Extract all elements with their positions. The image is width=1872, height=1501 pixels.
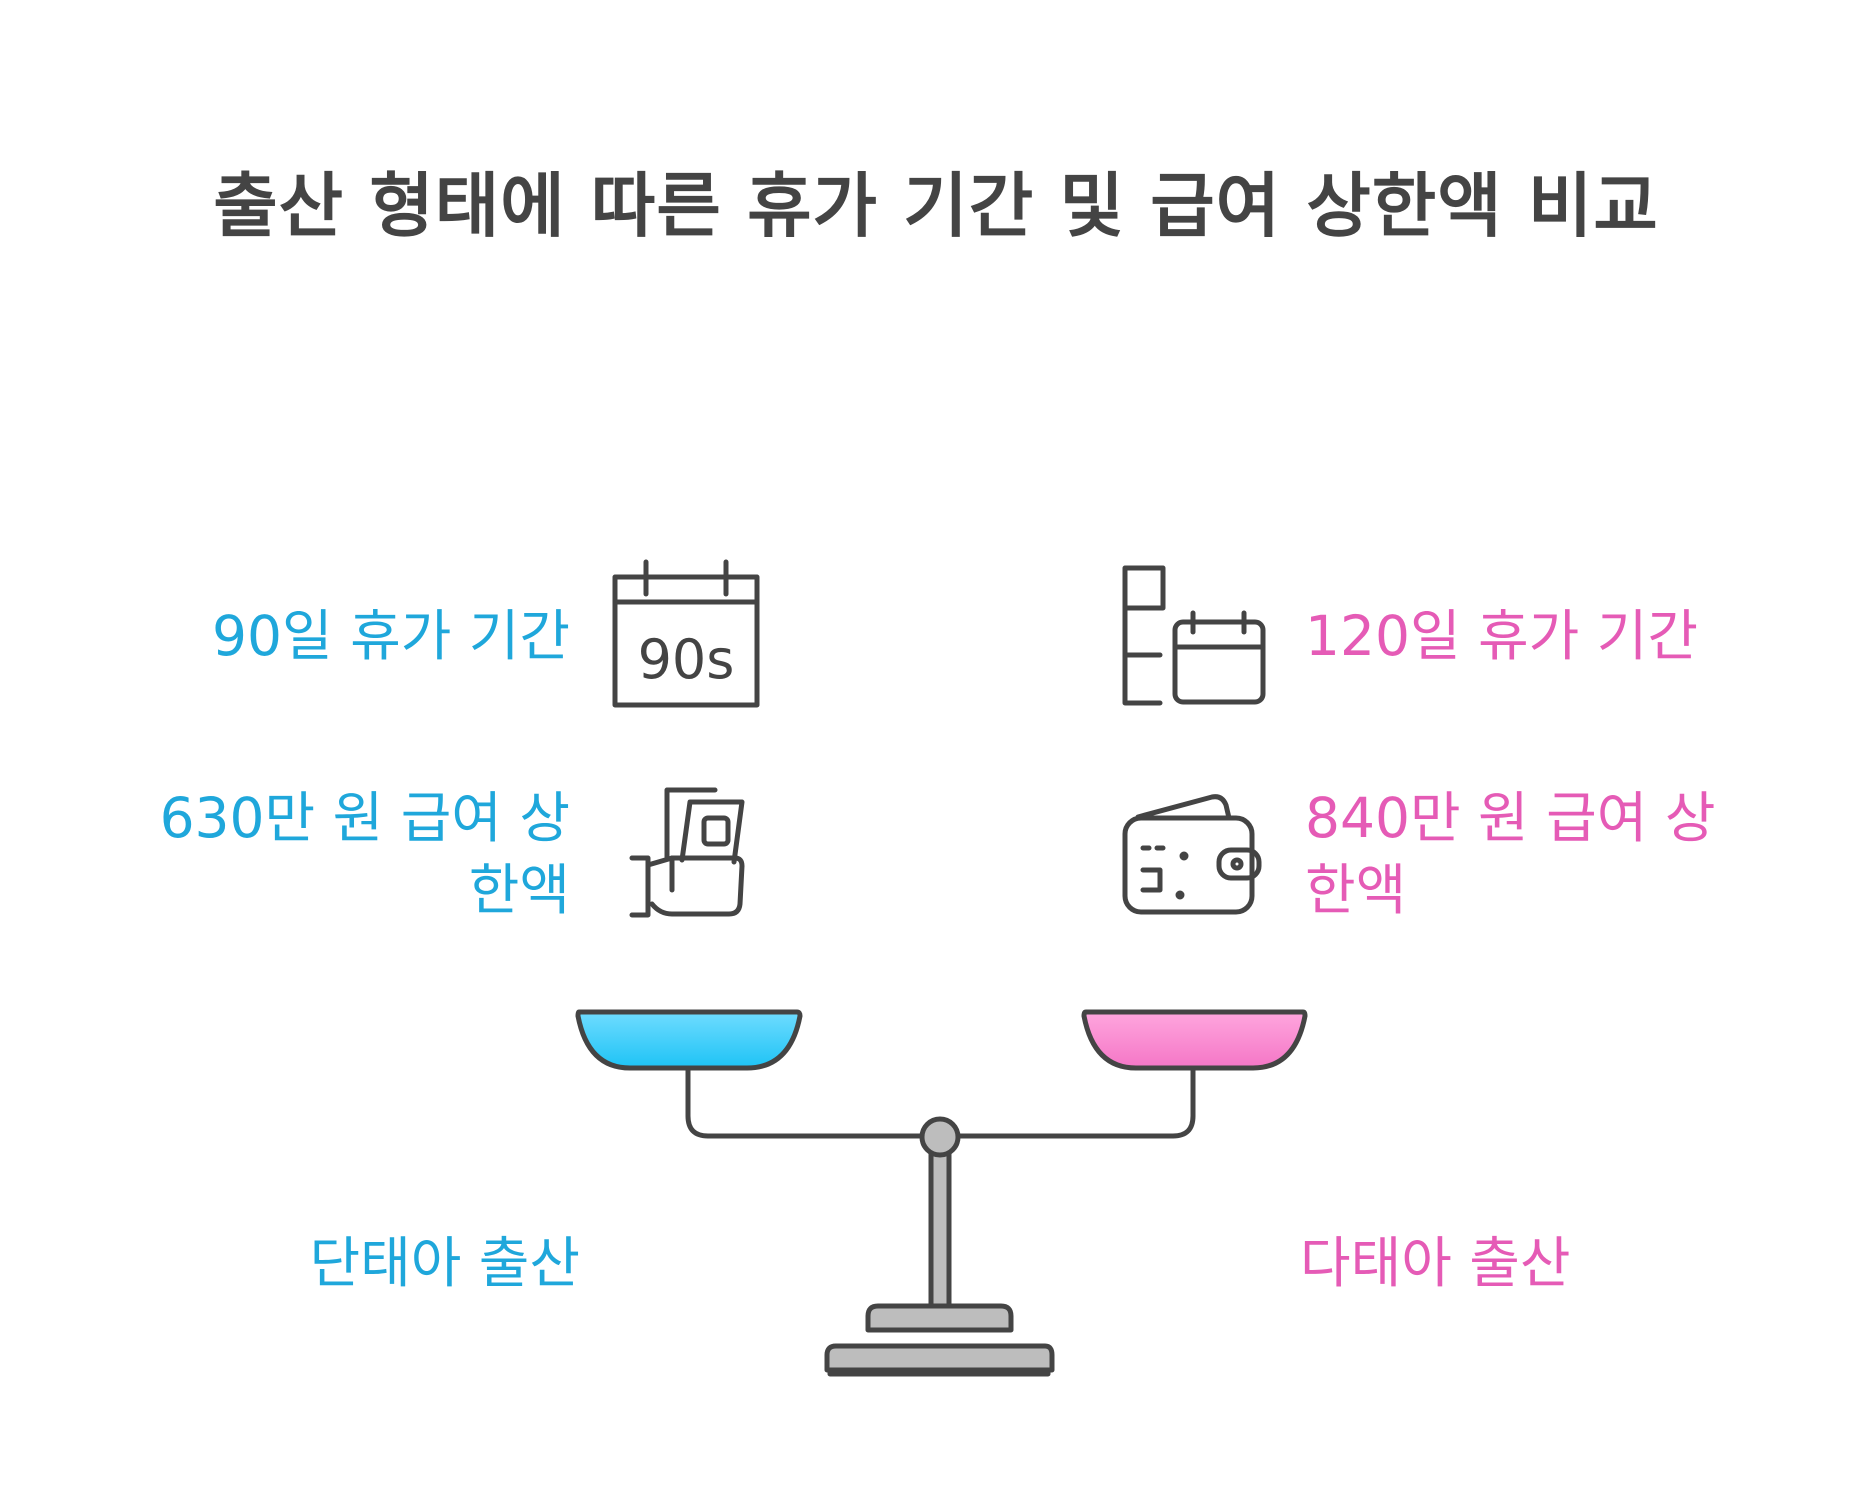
calendar-text: 90s: [638, 628, 735, 691]
single-birth-pay-label: 630만 원 급여 상 한액: [100, 782, 570, 926]
right-pan: [1081, 1009, 1308, 1071]
left-pan: [575, 1009, 803, 1071]
multiple-birth-category-label: 다태아 출산: [1300, 1231, 1571, 1295]
multiple-birth-pay-line1: 840만 원 급여 상: [1305, 786, 1716, 850]
single-birth-pay-line1: 630만 원 급여 상: [159, 786, 570, 850]
single-birth-leave-label: 90일 휴가 기간: [212, 604, 570, 668]
page-title: 출산 형태에 따른 휴가 기간 및 급여 상한액 비교: [213, 165, 1659, 247]
multiple-birth-pay-label: 840만 원 급여 상 한액: [1305, 782, 1805, 926]
single-birth-category-label: 단태아 출산: [309, 1231, 580, 1295]
calendar-90s-icon: 90s: [612, 559, 760, 708]
single-birth-pay-line2: 한액: [468, 858, 570, 922]
balance-scale-icon: [575, 1009, 1308, 1377]
multiple-birth-pay-line2: 한액: [1305, 858, 1407, 922]
multiple-birth-leave-label: 120일 휴가 기간: [1305, 604, 1698, 668]
wallet-icon: [1122, 794, 1262, 915]
hand-holding-money-icon: [629, 787, 745, 918]
extended-calendar-icon: [1122, 565, 1266, 706]
